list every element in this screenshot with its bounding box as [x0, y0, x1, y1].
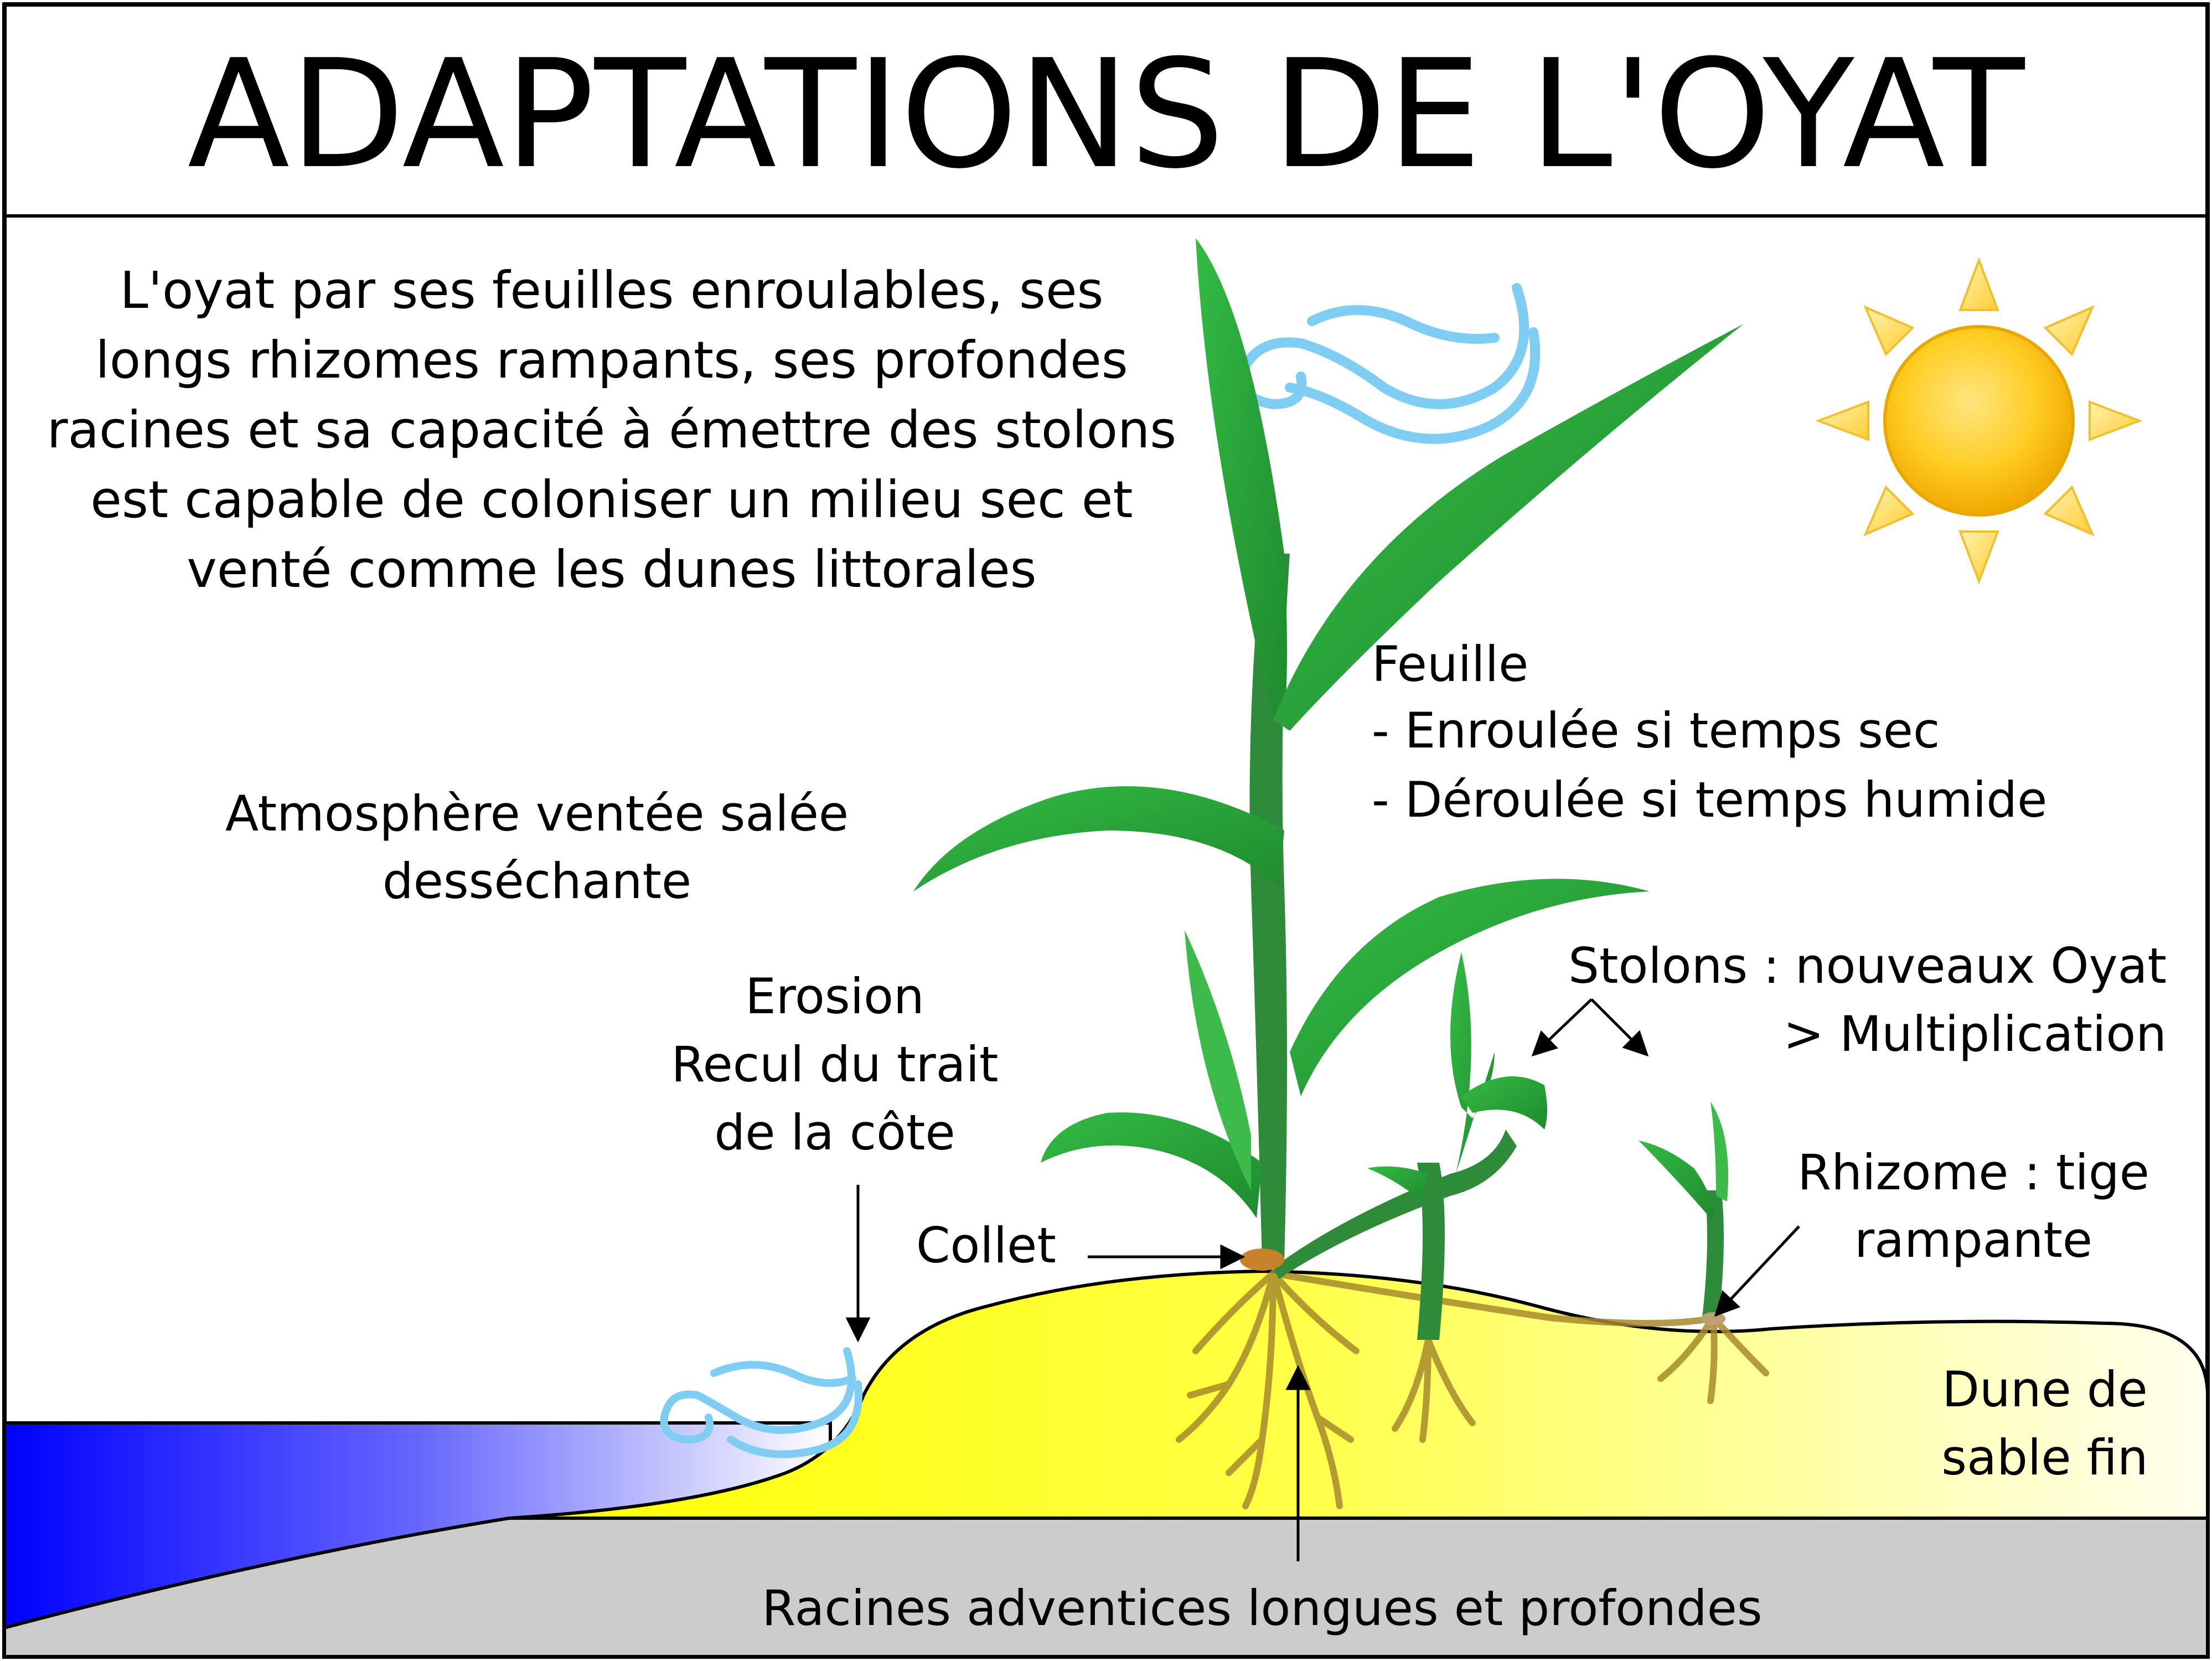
svg-text:Rhizome : tige: Rhizome : tige [1797, 1144, 2149, 1201]
wind-gust-icon [1238, 283, 1541, 444]
main-stem [1249, 554, 1290, 1262]
svg-text:Stolons : nouveaux Oyat: Stolons : nouveaux Oyat [1568, 937, 2167, 994]
root-system [1176, 1270, 1769, 1509]
page-title: ADAPTATIONS DE L'OYAT [188, 27, 2027, 202]
sun-icon [1815, 257, 2143, 585]
leaf [1273, 324, 1744, 731]
leaf [1290, 879, 1650, 1096]
leaf [1041, 1112, 1262, 1218]
svg-text:- Déroulée si temps humide: - Déroulée si temps humide [1372, 771, 2047, 828]
svg-text:rampante: rampante [1854, 1211, 2092, 1268]
erosion-label: Erosion Recul du trait de la côte [671, 968, 998, 1161]
svg-text:Atmosphère ventée salée: Atmosphère ventée salée [225, 785, 849, 842]
intro-line: racines et sa capacité à émettre des sto… [47, 400, 1177, 460]
leaf [1185, 930, 1251, 1190]
svg-text:Erosion: Erosion [745, 968, 924, 1025]
rhizome-label: Rhizome : tige rampante [1797, 1144, 2149, 1268]
intro-line: L'oyat par ses feuilles enroulables, ses [120, 261, 1104, 320]
collet [1240, 1249, 1284, 1271]
svg-text:> Multiplication: > Multiplication [1784, 1005, 2167, 1062]
intro-line: venté comme les dunes littorales [187, 540, 1036, 599]
svg-text:- Enroulée si temps sec: - Enroulée si temps sec [1372, 702, 1940, 759]
racines-label: Racines adventices longues et profondes [762, 1580, 1762, 1637]
sea [3, 1421, 832, 1630]
intro-line: est capable de coloniser un milieu sec e… [90, 470, 1133, 529]
stolons-label: Stolons : nouveaux Oyat > Multiplication [1568, 937, 2167, 1062]
rhizome [1273, 1129, 1517, 1279]
svg-text:Feuille: Feuille [1372, 636, 1528, 693]
intro-paragraph: L'oyat par ses feuilles enroulables, ses… [47, 261, 1177, 599]
leaf [1196, 238, 1287, 720]
svg-text:sable fin: sable fin [1941, 1429, 2148, 1486]
sand-dune [509, 1269, 2209, 1520]
stolon-plant [1639, 1102, 1728, 1325]
stolon-arrow-left [1531, 998, 1593, 1057]
collet-label: Collet [916, 1217, 1056, 1274]
leaf [913, 786, 1284, 891]
svg-text:Dune de: Dune de [1942, 1361, 2147, 1418]
oyat-plant [913, 238, 1744, 1279]
intro-line: longs rhizomes rampants, ses profondes [95, 331, 1128, 390]
feuille-label: Feuille - Enroulée si temps sec - Déroul… [1372, 636, 2047, 828]
stolon-plant [1367, 952, 1547, 1340]
rhizome-arrow [1714, 1225, 1800, 1317]
svg-text:de la côte: de la côte [714, 1104, 955, 1161]
svg-text:desséchante: desséchante [383, 853, 691, 910]
stolon-arrow-right [1590, 998, 1649, 1057]
wind-gust-icon [660, 1347, 862, 1458]
dune-label: Dune de sable fin [1941, 1361, 2148, 1486]
svg-text:Recul du trait: Recul du trait [671, 1036, 998, 1093]
atmosphere-label: Atmosphère ventée salée desséchante [225, 785, 849, 910]
